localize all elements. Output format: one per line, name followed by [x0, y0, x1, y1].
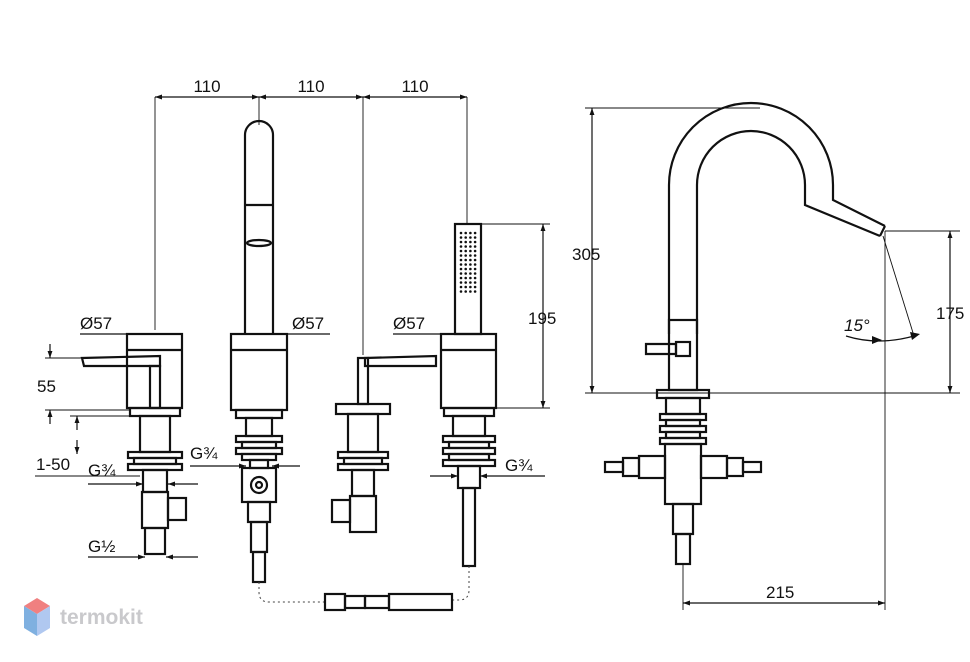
- thread-g34-mid-label: G¾: [190, 444, 218, 463]
- diameter-label-left: Ø57: [80, 314, 112, 333]
- nozzle-dot: [469, 249, 472, 253]
- nozzle-dot: [464, 272, 468, 275]
- left-valve-dimensions: Ø57 55 1-50 G¾ G½: [35, 314, 198, 560]
- spout-side-dimensions: 305 175 15° 215: [572, 107, 964, 610]
- nozzle-dot: [473, 258, 477, 262]
- nozzle-dot: [469, 263, 472, 266]
- cube-icon: [24, 598, 50, 636]
- nozzle-dot: [469, 267, 472, 271]
- nozzle-dot: [459, 254, 463, 257]
- nozzle-dot: [464, 258, 468, 262]
- nozzle-dot: [464, 236, 468, 239]
- nozzle-dot: [459, 276, 463, 280]
- right-valve: [330, 354, 438, 534]
- hand-shower-dimensions: Ø57 195 G¾: [393, 223, 556, 479]
- nozzle-dot: [469, 281, 472, 284]
- nozzle-dot: [459, 263, 463, 266]
- nozzle-dot: [459, 236, 463, 239]
- nozzle-dot: [459, 290, 463, 293]
- spacing-label-2: 110: [297, 77, 324, 96]
- nozzle-dot: [469, 231, 472, 235]
- nozzle-dot: [473, 245, 477, 248]
- reach-label: 215: [766, 583, 794, 602]
- spout-front-dimensions: Ø57 G¾: [190, 314, 330, 469]
- nozzle-dot: [459, 240, 463, 244]
- nozzle-dot: [473, 263, 477, 266]
- shower-nozzles: [459, 231, 477, 293]
- nozzle-dot: [464, 249, 468, 253]
- nozzle-dot: [469, 258, 472, 262]
- thread-g12-label: G½: [88, 537, 115, 556]
- spacing-label-1: 110: [193, 77, 220, 96]
- nozzle-dot: [464, 254, 468, 257]
- nozzle-dot: [464, 231, 468, 235]
- nozzle-dot: [473, 285, 477, 289]
- nozzle-dot: [464, 245, 468, 248]
- watermark-text: termokit: [60, 606, 143, 629]
- nozzle-dot: [464, 240, 468, 244]
- hand-shower: [439, 222, 498, 568]
- spacing-label-3: 110: [401, 77, 428, 96]
- nozzle-dot: [473, 290, 477, 293]
- nozzle-dot: [469, 245, 472, 248]
- nozzle-dot: [469, 276, 472, 280]
- nozzle-dot: [473, 236, 477, 239]
- diameter-label-spout: Ø57: [292, 314, 324, 333]
- diameter-label-right: Ø57: [393, 314, 425, 333]
- nozzle-dot: [464, 290, 468, 293]
- nozzle-dot: [464, 276, 468, 280]
- thread-g34-right-label: G¾: [505, 456, 533, 475]
- nozzle-dot: [459, 285, 463, 289]
- nozzle-dot: [469, 254, 472, 257]
- nozzle-dot: [459, 231, 463, 235]
- nozzle-dot: [464, 263, 468, 266]
- nozzle-dot: [469, 285, 472, 289]
- nozzle-dot: [473, 281, 477, 284]
- watermark-logo: termokit: [24, 598, 143, 636]
- nozzle-dot: [464, 285, 468, 289]
- spacing-dimensions: 110 110 110: [154, 77, 468, 355]
- nozzle-dot: [459, 245, 463, 248]
- nozzle-dot: [459, 272, 463, 275]
- height-55-label: 55: [37, 377, 56, 396]
- total-height-label: 305: [572, 245, 600, 264]
- nozzle-dot: [469, 240, 472, 244]
- range-1-50-label: 1-50: [36, 455, 70, 474]
- shower-height-label: 195: [528, 309, 556, 328]
- nozzle-dot: [464, 281, 468, 284]
- angle-label: 15°: [844, 316, 870, 335]
- spout-front: [229, 119, 289, 584]
- nozzle-dot: [459, 258, 463, 262]
- nozzle-dot: [459, 249, 463, 253]
- hose: [258, 566, 470, 612]
- nozzle-dot: [473, 276, 477, 280]
- nozzle-dot: [469, 290, 472, 293]
- nozzle-dot: [473, 254, 477, 257]
- nozzle-dot: [459, 281, 463, 284]
- nozzle-dot: [473, 240, 477, 244]
- nozzle-dot: [464, 267, 468, 271]
- nozzle-dot: [469, 236, 472, 239]
- spout-height-label: 175: [936, 304, 964, 323]
- nozzle-dot: [473, 231, 477, 235]
- nozzle-dot: [473, 267, 477, 271]
- thread-g34-left-label: G¾: [88, 461, 116, 480]
- nozzle-dot: [459, 267, 463, 271]
- left-valve: [80, 332, 188, 556]
- spout-side: [603, 101, 886, 566]
- nozzle-dot: [473, 272, 477, 275]
- nozzle-dot: [469, 272, 472, 275]
- nozzle-dot: [473, 249, 477, 253]
